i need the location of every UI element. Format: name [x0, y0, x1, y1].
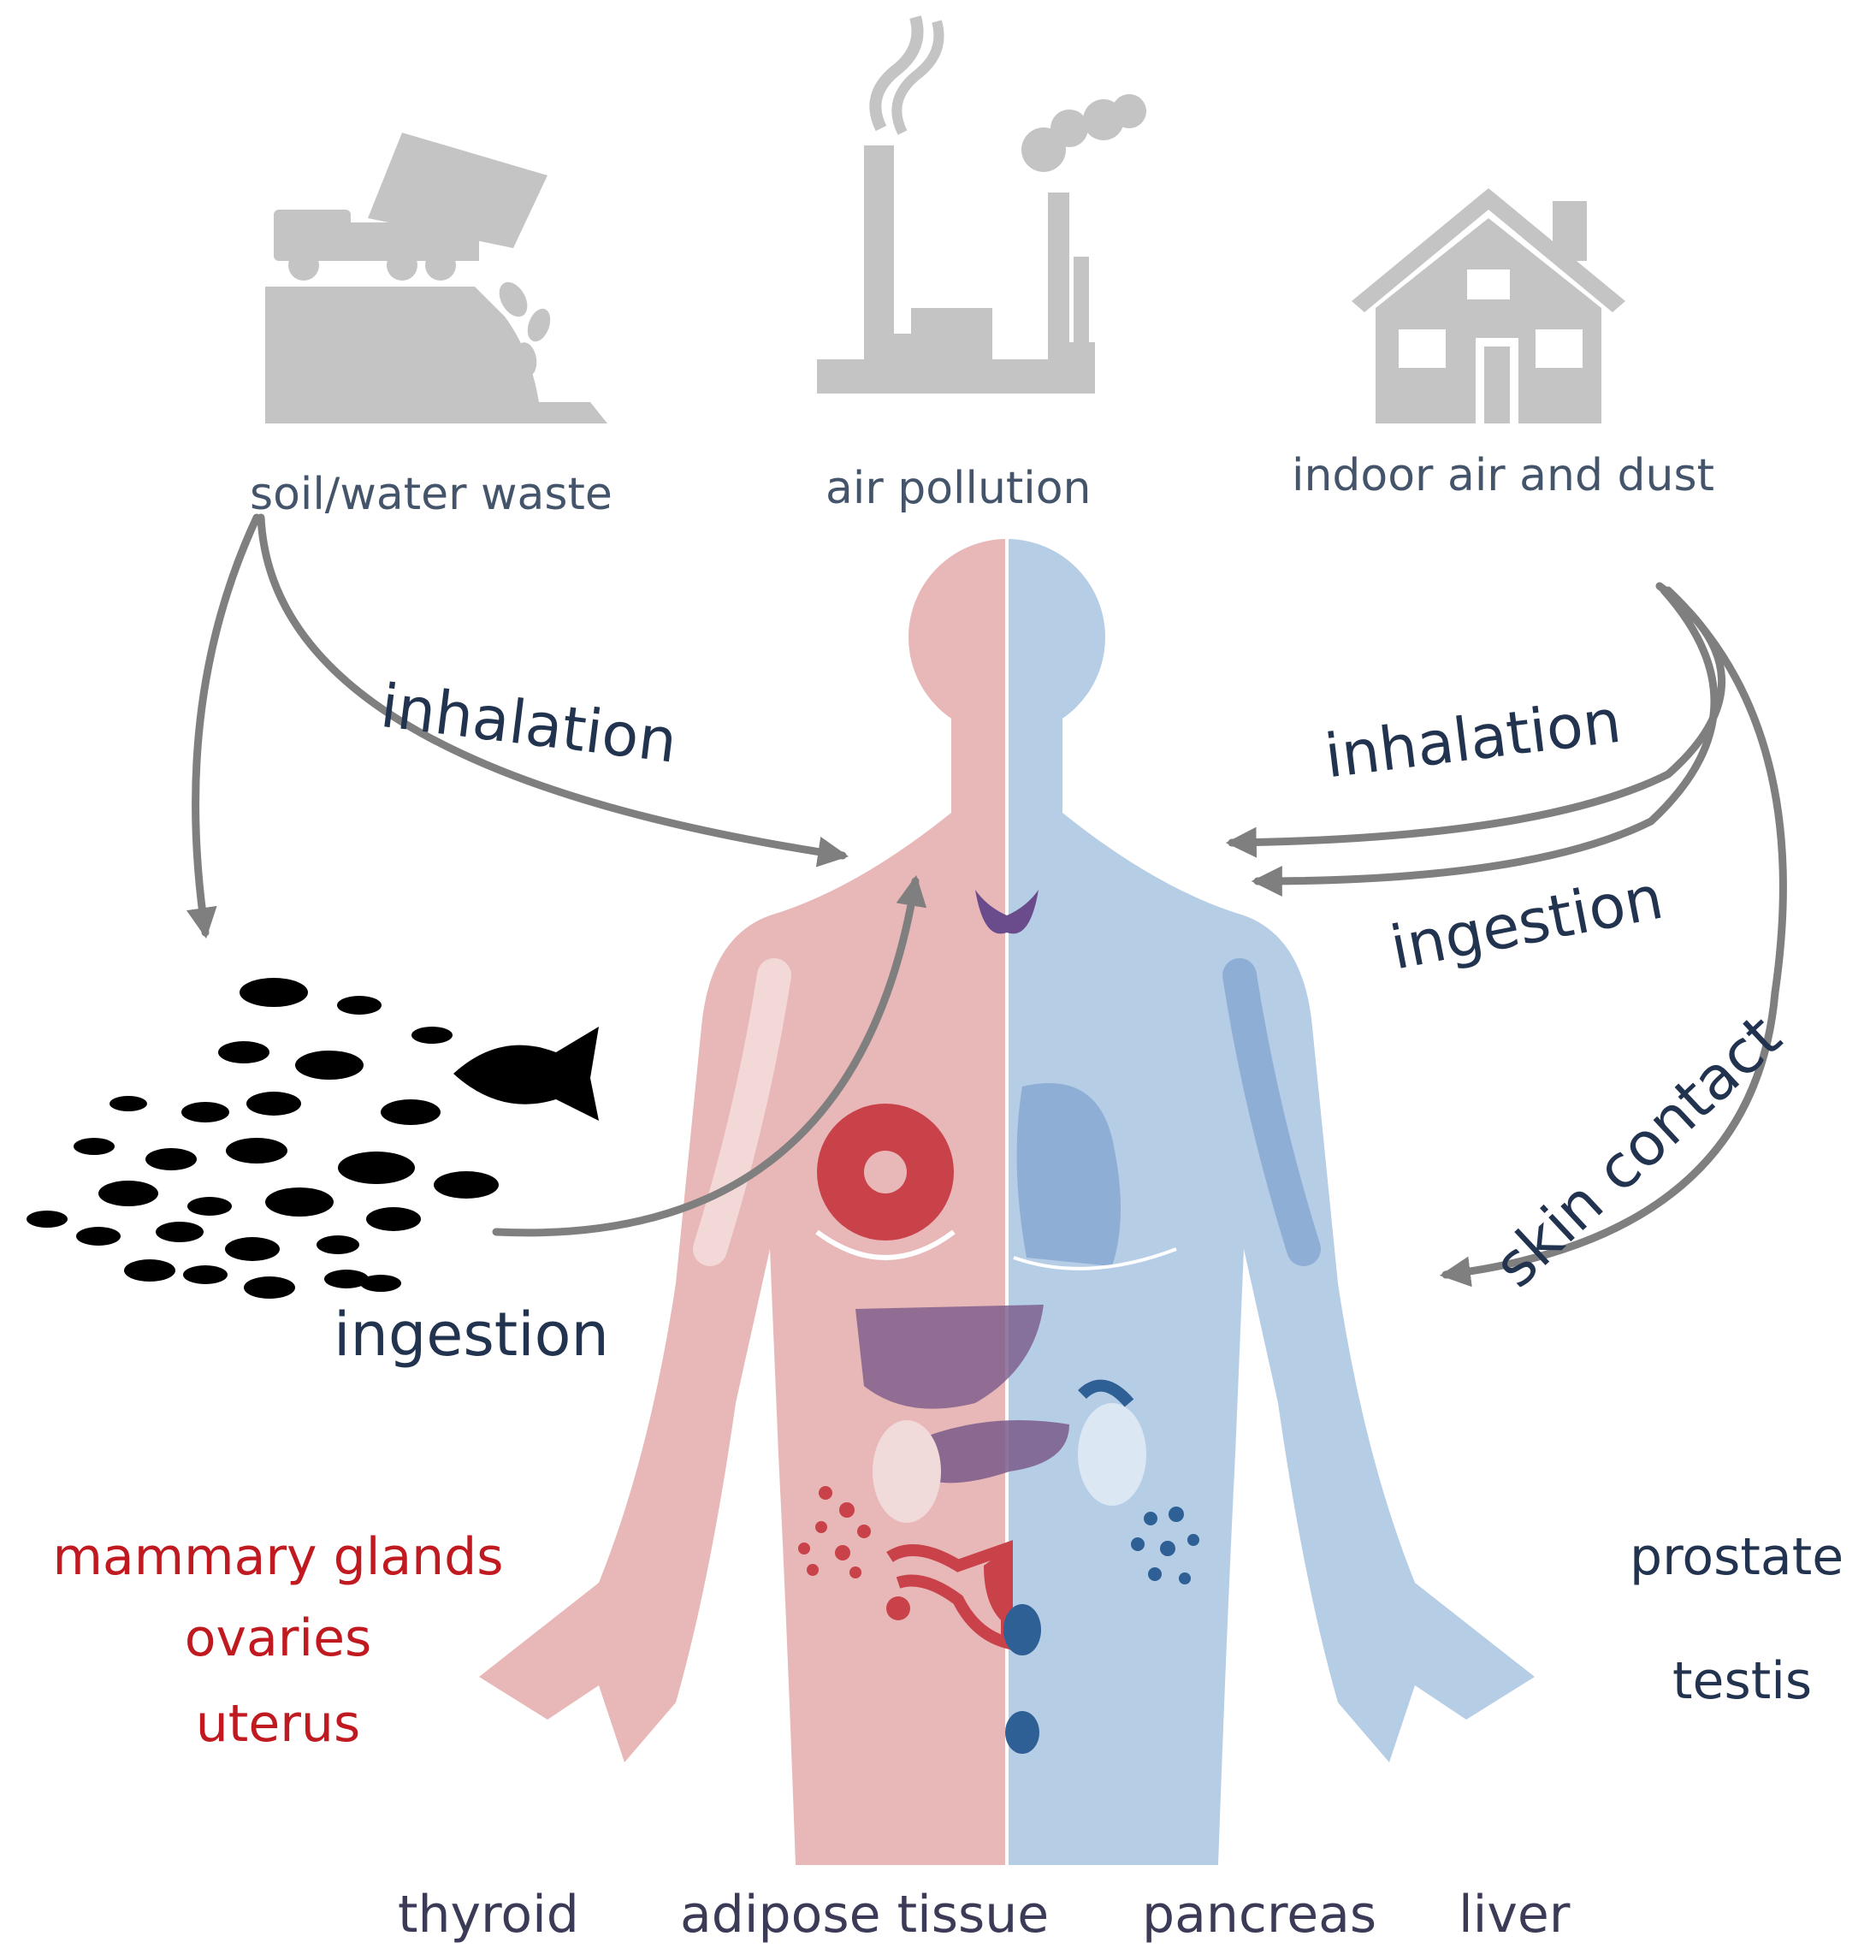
house-icon: [1352, 188, 1625, 423]
organ-liver: liver: [1459, 1885, 1571, 1945]
human-body-icon: [479, 539, 1535, 1865]
male-organ-testis: testis: [1672, 1651, 1813, 1711]
organ-pancreas: pancreas: [1142, 1885, 1377, 1945]
female-organ-uterus: uterus: [195, 1694, 361, 1754]
source-indoor-label: indoor air and dust: [1292, 450, 1714, 501]
arrow-soil-inhalation: [257, 513, 849, 867]
arrow-soil-to-fish: [186, 513, 261, 939]
route-fish-ingestion-label: ingestion: [334, 1300, 609, 1370]
organ-thyroid: thyroid: [398, 1885, 579, 1945]
female-organ-ovaries: ovaries: [184, 1608, 372, 1668]
female-organ-mammary: mammary glands: [52, 1527, 504, 1587]
source-air-label: air pollution: [826, 463, 1092, 514]
exposure-arrows: [186, 513, 1787, 1288]
source-soil-label: soil/water waste: [250, 469, 613, 520]
arrow-indoor-ingestion: [1251, 586, 1719, 897]
arrow-fish-ingestion: [492, 874, 927, 1237]
fish-school-icon: [27, 978, 599, 1299]
male-organ-prostate: prostate: [1630, 1527, 1844, 1587]
dump-truck-icon: [265, 133, 607, 423]
factory-icon: [817, 15, 1146, 394]
arrow-skin-contact: [1439, 586, 1787, 1288]
organ-adipose: adipose tissue: [680, 1885, 1050, 1945]
